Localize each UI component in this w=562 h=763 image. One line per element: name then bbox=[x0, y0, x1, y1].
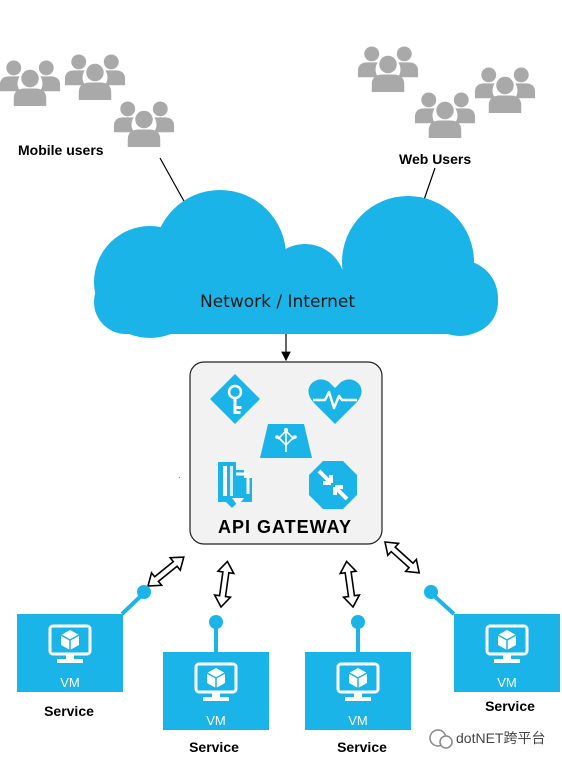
vm-label: VM bbox=[206, 713, 226, 728]
network-cloud bbox=[94, 190, 498, 338]
web-users-group bbox=[358, 46, 535, 144]
document-conversion-icon bbox=[218, 462, 252, 508]
web-users-label: Web Users bbox=[399, 151, 471, 167]
vm-label: VM bbox=[497, 675, 517, 690]
vm-label: VM bbox=[60, 675, 80, 690]
network-routing-icon bbox=[260, 424, 312, 458]
service-label: Service bbox=[337, 739, 387, 755]
users-icon bbox=[358, 46, 418, 98]
users-icon bbox=[415, 92, 475, 144]
arrows-collapse-icon bbox=[309, 461, 357, 509]
service-label: Service bbox=[44, 703, 94, 719]
watermark-text: dotNET跨平台 bbox=[456, 730, 545, 746]
mobile-users-group bbox=[0, 54, 174, 153]
users-icon bbox=[65, 54, 125, 106]
service-vm-1: VM bbox=[15, 585, 151, 694]
double-arrow-1 bbox=[142, 550, 190, 594]
service-vm-4: VM bbox=[424, 585, 562, 694]
heart-monitor-icon bbox=[308, 379, 362, 424]
double-arrow-4 bbox=[378, 535, 426, 580]
mobile-users-label: Mobile users bbox=[18, 142, 104, 158]
watermark: dotNET跨平台 bbox=[429, 729, 545, 749]
api-gateway-label: API GATEWAY bbox=[218, 517, 352, 537]
network-label: Network / Internet bbox=[200, 292, 355, 312]
stray-mark: . bbox=[178, 470, 181, 481]
service-label: Service bbox=[189, 739, 239, 755]
users-icon bbox=[114, 101, 174, 153]
service-vm-2: VM bbox=[161, 615, 271, 732]
double-arrow-2 bbox=[212, 559, 237, 609]
double-arrow-3 bbox=[337, 559, 362, 609]
vm-label: VM bbox=[348, 713, 368, 728]
users-icon bbox=[475, 67, 535, 119]
users-icon bbox=[0, 60, 60, 112]
key-diamond-icon bbox=[210, 374, 260, 424]
service-vm-3: VM bbox=[303, 615, 413, 732]
service-label: Service bbox=[485, 698, 535, 714]
